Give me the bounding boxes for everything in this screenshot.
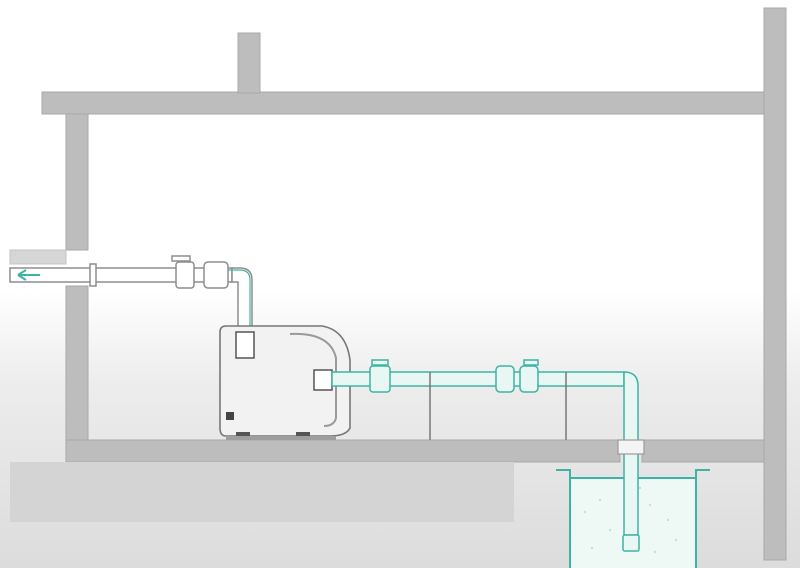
discharge-valve <box>175 261 195 289</box>
suction-union-2 <box>519 365 539 393</box>
pump-base-shadow <box>226 436 336 440</box>
suction-valve-2-handle <box>523 359 539 366</box>
sump-bubbles <box>583 486 678 554</box>
right-wall <box>763 7 787 561</box>
foot-valve <box>622 534 640 552</box>
discharge-pipe <box>9 255 253 333</box>
pipe-supports <box>429 372 567 440</box>
left-wall <box>65 113 89 251</box>
floor-slab-right <box>641 439 765 463</box>
pump-handle <box>289 332 337 427</box>
suction-valve-1-handle <box>371 359 389 366</box>
pump-outlet-port <box>235 331 255 359</box>
suction-valve-1 <box>369 365 391 393</box>
left-wall-lower <box>65 285 89 463</box>
discharge-union <box>203 261 229 289</box>
roof-slab <box>41 91 775 115</box>
pump-unit <box>219 325 351 440</box>
valve-handle <box>171 255 191 262</box>
lower-ground <box>10 462 514 522</box>
suction-union-1 <box>495 365 515 393</box>
chimney <box>237 32 261 94</box>
flow-arrow-head <box>17 269 27 281</box>
discharge-teal-tint <box>228 269 251 332</box>
discharge-elbow <box>231 267 253 333</box>
outer-ledge <box>9 249 67 265</box>
wall-sleeve <box>89 263 97 287</box>
pump-indicator <box>226 412 234 420</box>
floor-sleeve <box>617 439 645 455</box>
pump-inlet-port <box>313 369 333 391</box>
discharge-horizontal <box>9 267 233 283</box>
floor-slab <box>65 439 621 463</box>
